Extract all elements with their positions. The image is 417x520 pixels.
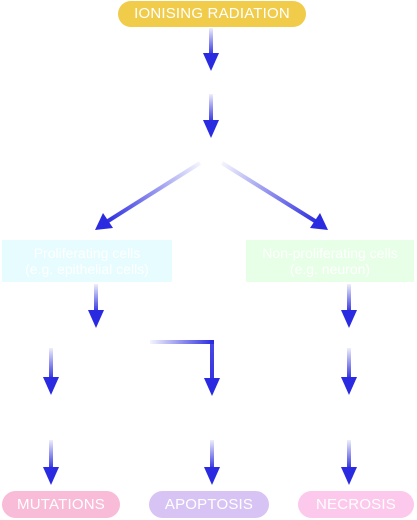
ionising-radiation-label: IONISING RADIATION bbox=[134, 5, 290, 22]
arrow-mutations-down-2 bbox=[43, 440, 59, 485]
arrow-split-left bbox=[95, 161, 202, 230]
mutations-label: MUTATIONS bbox=[17, 495, 105, 513]
ionising-radiation-node: IONISING RADIATION bbox=[118, 1, 306, 27]
arrow-title-down-1 bbox=[203, 28, 219, 71]
arrow-apoptosis-down bbox=[204, 440, 220, 485]
necrosis-label: NECROSIS bbox=[316, 495, 396, 513]
arrow-nonproliferating-down bbox=[341, 284, 357, 328]
arrow-proliferating-down bbox=[88, 284, 104, 328]
proliferating-cells-label: Proliferating cells bbox=[33, 245, 141, 261]
non-proliferating-cells-node: Non-proliferating cells (e.g. neuron) bbox=[246, 240, 414, 282]
proliferating-cells-node: Proliferating cells (e.g. epithelial cel… bbox=[2, 240, 172, 282]
apoptosis-label: APOPTOSIS bbox=[164, 495, 254, 513]
arrow-necrosis-down-2 bbox=[341, 440, 357, 485]
arrow-title-down-2 bbox=[203, 94, 219, 138]
mutations-node: MUTATIONS bbox=[2, 491, 120, 518]
arrow-necrosis-down-1 bbox=[341, 348, 357, 395]
non-proliferating-cells-label: Non-proliferating cells bbox=[262, 245, 398, 261]
arrow-mutations-down-1 bbox=[43, 348, 59, 395]
necrosis-node: NECROSIS bbox=[298, 491, 414, 518]
arrow-split-right bbox=[220, 161, 328, 230]
non-proliferating-cells-example: (e.g. neuron) bbox=[289, 261, 371, 277]
apoptosis-node: APOPTOSIS bbox=[149, 491, 269, 518]
proliferating-cells-example: (e.g. epithelial cells) bbox=[25, 261, 149, 277]
arrow-elbow-to-apoptosis bbox=[150, 340, 220, 396]
